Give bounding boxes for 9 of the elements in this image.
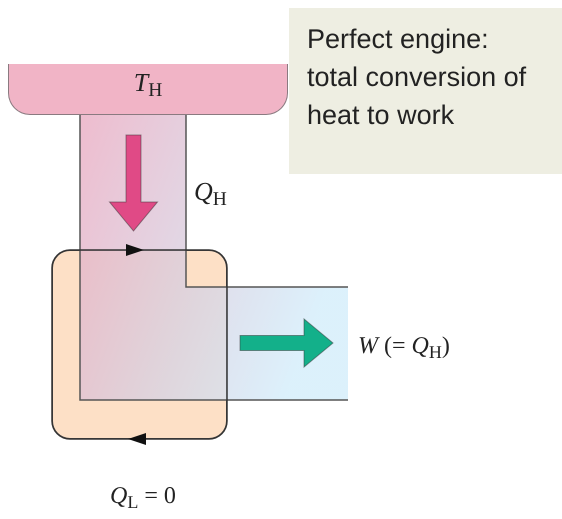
block-arrow <box>240 318 334 368</box>
temperature-label: T$_{H}$ <box>134 70 162 96</box>
reservoir-box <box>8 64 288 115</box>
note-text: Perfect engine: total conversion of heat to work <box>307 23 528 132</box>
quantity-label: W (= Q$_{H}$) <box>358 334 450 358</box>
note-box <box>289 8 562 174</box>
block-arrow <box>108 134 159 232</box>
quantity-label: Q$_{L}$ = 0 <box>110 482 176 514</box>
quantity-label: Q$_{H}$ <box>194 176 227 211</box>
